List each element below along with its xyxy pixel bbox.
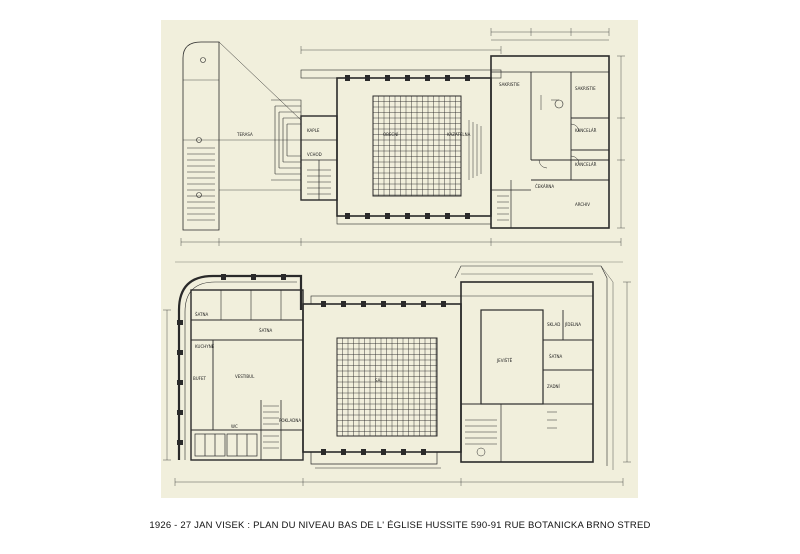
label-bufet: BUFET <box>193 376 207 381</box>
upper-room-labels: TERASA KAPLE SAKRISTIE SAKRISTIE KANCELÁ… <box>236 82 597 207</box>
label-sklad: SKLAD <box>547 322 560 327</box>
grid-lines <box>336 337 437 436</box>
upper-seating-grid <box>372 95 462 197</box>
label-sakristie-2: SAKRISTIE <box>575 86 596 91</box>
label-wc: WC <box>231 424 238 429</box>
label-vchod: VCHOD <box>307 152 322 157</box>
label-cekarna: ČEKÁRNA <box>535 184 554 189</box>
label-jeviste: JEVIŠTĚ <box>496 358 513 363</box>
label-kancelar-1: KANCELÁŘ <box>575 128 597 133</box>
label-pokladna: POKLADNA <box>279 418 301 423</box>
label-kuchyne: KUCHYNĚ <box>195 344 215 349</box>
label-jidelna: JÍDELNA <box>564 322 581 327</box>
lower-dimension-lines <box>163 273 631 486</box>
wc-cubicles <box>194 433 258 457</box>
upper-floor-plan <box>180 28 625 246</box>
grid-border <box>336 337 438 437</box>
label-satna-1: ŠATNA <box>259 328 272 333</box>
label-obecni: OBECNÍ <box>383 132 399 137</box>
label-kancelar-2: KANCELÁŘ <box>575 162 597 167</box>
altar-steps <box>468 120 482 180</box>
upper-dimension-lines <box>180 28 625 246</box>
label-kaple: KAPLE <box>307 128 320 133</box>
label-sal: SÁL <box>375 378 383 383</box>
label-vestibul: VESTIBUL <box>235 374 255 379</box>
stepped-terrace <box>271 99 302 181</box>
label-archiv: ARCHIV <box>575 202 590 207</box>
caption: 1926 - 27 JAN VISEK : PLAN DU NIVEAU BAS… <box>149 520 651 531</box>
terrace-stairs <box>187 147 215 221</box>
label-satna-2: ŠATNA <box>195 312 208 317</box>
label-terasa: TERASA <box>236 132 253 137</box>
label-zadni: ZADNÍ <box>547 384 561 389</box>
floor-plans-drawing: TERASA KAPLE SAKRISTIE SAKRISTIE KANCELÁ… <box>163 28 631 486</box>
grid-border <box>372 95 462 197</box>
lower-floor-plan <box>163 265 631 486</box>
grid-lines <box>372 95 462 196</box>
lower-room-labels: ŠATNA ŠATNA ŠATNA VESTIBUL BUFET SÁL JEV… <box>193 312 581 429</box>
label-satna-3: ŠATNA <box>549 354 562 359</box>
lower-seating-grid <box>336 337 438 437</box>
drawing-sheet: TERASA KAPLE SAKRISTIE SAKRISTIE KANCELÁ… <box>161 20 638 498</box>
label-kazatelna: KAZATELNA <box>447 132 471 137</box>
label-sakristie-1: SAKRISTIE <box>499 82 520 87</box>
